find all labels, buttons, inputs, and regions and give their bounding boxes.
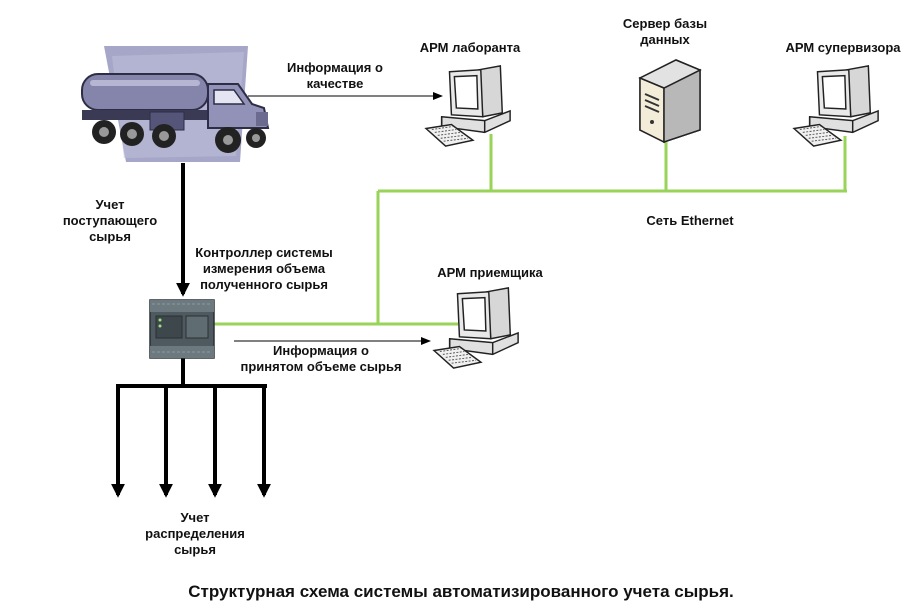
incoming-raw-label: Учет поступающего сырья xyxy=(60,197,160,245)
db-server-label-line1: Сервер базы xyxy=(622,16,708,31)
lab-workstation-label: АРМ лаборанта xyxy=(419,40,521,55)
server-tower-icon xyxy=(638,59,702,144)
receiver-workstation-label: АРМ приемщика xyxy=(437,265,543,280)
network-label: Сеть Ethernet xyxy=(646,213,734,228)
tanker-truck-icon xyxy=(81,46,270,162)
db-server-label: Сервер базы данных xyxy=(610,16,720,48)
distribution-line2: распределения xyxy=(145,526,245,541)
supervisor-workstation-icon xyxy=(793,65,879,147)
ethernet-network-lines xyxy=(214,134,847,326)
incoming-raw-line2: поступающего xyxy=(62,213,158,228)
db-server-label-line2: данных xyxy=(640,32,690,47)
volume-info-line2: принятом объеме сырья xyxy=(240,359,402,374)
distribution-label: Учет распределения сырья xyxy=(140,510,250,558)
distribution-arrows xyxy=(111,358,271,498)
diagram-caption: Структурная схема системы автоматизирова… xyxy=(188,582,734,601)
volume-info-label: Информация о принятом объеме сырья xyxy=(226,343,416,375)
incoming-raw-line1: Учет xyxy=(95,197,125,212)
receiver-workstation-icon xyxy=(433,287,519,369)
controller-label: Контроллер системы измерения объема полу… xyxy=(188,245,340,293)
lab-workstation-icon xyxy=(425,65,511,147)
supervisor-workstation-label: АРМ супервизора xyxy=(785,40,901,55)
controller-line2: измерения объема xyxy=(202,261,326,276)
quality-info-line2: качестве xyxy=(306,76,364,91)
incoming-raw-line3: сырья xyxy=(89,229,131,244)
controller-line3: полученного сырья xyxy=(200,277,328,292)
plc-controller-icon xyxy=(149,299,215,359)
distribution-line1: Учет xyxy=(180,510,210,525)
distribution-line3: сырья xyxy=(174,542,216,557)
quality-info-line1: Информация о xyxy=(287,60,383,75)
controller-line1: Контроллер системы xyxy=(195,245,333,260)
volume-info-line1: Информация о xyxy=(273,343,369,358)
quality-info-label: Информация о качестве xyxy=(270,60,400,92)
